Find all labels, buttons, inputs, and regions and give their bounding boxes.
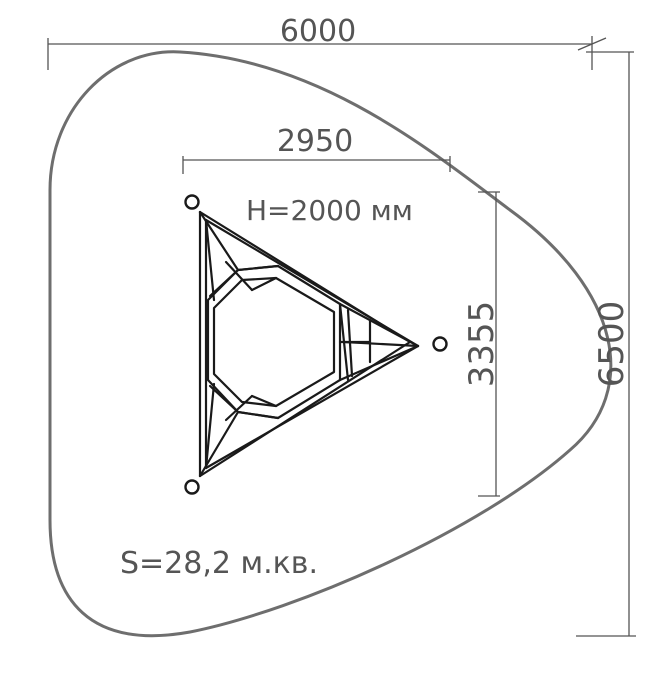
safety-zone-outline [48, 50, 613, 638]
dimension-frame-depth-text: 3355 [462, 301, 502, 388]
dimension-overall-depth [576, 52, 636, 637]
dimension-overall-width-text: 6000 [280, 14, 356, 49]
height-label: H=2000 мм [246, 194, 413, 227]
dimension-frame-depth [478, 191, 500, 497]
anchor-ring-bottom [184, 479, 200, 495]
anchor-rings [184, 194, 448, 495]
anchor-ring-right [432, 336, 448, 352]
dimension-overall-depth-text: 6500 [592, 301, 632, 388]
dimension-frame-width-text: 2950 [277, 124, 353, 159]
dimension-overall-width [47, 36, 634, 70]
dimension-frame-width [182, 156, 451, 174]
climbing-frame [198, 210, 420, 478]
anchor-ring-top [184, 194, 200, 210]
area-label: S=28,2 м.кв. [120, 546, 318, 581]
